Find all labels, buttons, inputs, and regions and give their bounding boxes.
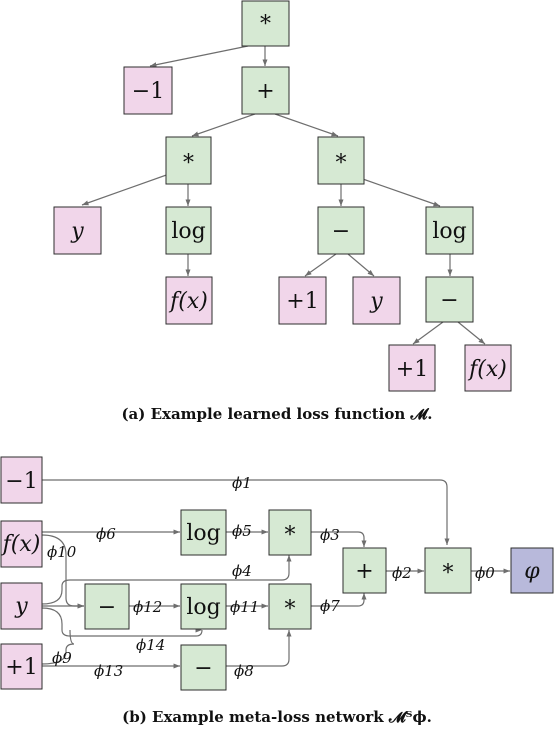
svg-text:f(x): f(x)	[467, 357, 507, 382]
svg-text:−1: −1	[132, 79, 164, 104]
edge-plus-mul-right	[274, 113, 339, 137]
edge-mul-right-log	[359, 177, 441, 207]
node-minus-mid: −	[317, 206, 365, 255]
node-mul-left: *	[165, 136, 212, 185]
net-node-minus-b: −	[180, 644, 227, 691]
node-fx-right: f(x)	[464, 344, 512, 392]
svg-text:f(x): f(x)	[1, 532, 41, 557]
svg-text:*: *	[336, 151, 347, 176]
edge-plus-mul-left	[191, 113, 256, 137]
edge-minus-low-plus-one	[412, 321, 444, 345]
svg-text:+1: +1	[5, 655, 37, 680]
network-b-edge-labels: ϕ1 ϕ6 ϕ5 ϕ3 ϕ10 ϕ4 ϕ2 ϕ0 ϕ12 ϕ11 ϕ7 ϕ14 …	[47, 474, 495, 680]
net-node-log-a: log	[180, 509, 227, 556]
edge-minus-low-fx	[457, 321, 486, 345]
node-mul-right: *	[317, 136, 365, 185]
svg-text:y: y	[14, 594, 28, 619]
edge-phi14	[41, 607, 205, 637]
svg-text:−: −	[332, 219, 350, 244]
node-mul-root: *	[241, 0, 290, 47]
net-node-minus-a: −	[84, 583, 130, 630]
svg-text:y: y	[70, 219, 84, 244]
svg-text:+: +	[355, 559, 373, 584]
edge-mul-left-y	[81, 172, 173, 206]
net-node-fx: f(x)	[0, 520, 43, 568]
net-node-output: φ	[510, 547, 554, 594]
node-log-left: log	[165, 206, 212, 255]
edge-minus-plus-one	[304, 253, 337, 277]
caption-b: (b) Example meta-loss network 𝓜ᵀϕ.	[122, 708, 432, 726]
net-node-plus-one: +1	[0, 643, 43, 690]
tree-a: * −1 + * * y log −	[53, 0, 512, 423]
node-neg-one: −1	[123, 66, 173, 115]
net-node-mul-b: *	[268, 583, 312, 630]
edge-phi3	[311, 531, 367, 547]
node-log-right: log	[425, 206, 474, 255]
label-phi6: ϕ6	[96, 525, 116, 543]
label-phi7: ϕ7	[320, 597, 340, 615]
svg-text:−1: −1	[5, 469, 37, 494]
node-minus-low: −	[425, 276, 474, 323]
svg-text:−: −	[98, 595, 116, 620]
node-plus: +	[241, 66, 290, 115]
svg-text:*: *	[443, 561, 454, 586]
svg-text:+: +	[256, 79, 274, 104]
edge-minus-y	[347, 253, 375, 277]
edge-phi1	[42, 479, 450, 545]
edge-phi8	[226, 630, 292, 667]
svg-text:*: *	[285, 523, 296, 548]
edge-phi4	[41, 555, 292, 605]
label-phi5: ϕ5	[232, 522, 252, 540]
svg-text:f(x): f(x)	[168, 289, 208, 314]
net-node-plus: +	[342, 547, 387, 594]
net-node-neg-one: −1	[0, 456, 43, 504]
edge-phi9	[41, 629, 75, 665]
node-fx-left: f(x)	[165, 276, 213, 325]
node-plus-one-a: +1	[278, 276, 327, 325]
label-phi10: ϕ10	[47, 543, 77, 561]
edge-root-neg-one	[149, 45, 249, 68]
network-b-edges	[41, 479, 510, 669]
svg-text:*: *	[285, 597, 296, 622]
svg-text:log: log	[186, 521, 220, 546]
edge-phi7	[311, 593, 367, 607]
label-phi4: ϕ4	[232, 562, 252, 580]
svg-text:log: log	[171, 219, 205, 244]
net-node-mul-a: *	[268, 509, 312, 556]
tree-a-edges	[81, 45, 486, 345]
node-plus-one-b: +1	[388, 344, 436, 392]
label-phi0: ϕ0	[475, 564, 495, 582]
net-node-y: y	[0, 582, 43, 630]
network-b: −1 f(x) y +1 − log log −	[0, 456, 554, 726]
svg-text:−: −	[194, 656, 212, 681]
svg-text:φ: φ	[524, 559, 540, 584]
svg-text:*: *	[260, 12, 271, 37]
node-y-left: y	[53, 206, 102, 255]
svg-text:−: −	[440, 288, 458, 313]
label-phi14: ϕ14	[136, 636, 165, 654]
label-phi8: ϕ8	[234, 662, 254, 680]
net-node-mul-out: *	[424, 547, 472, 594]
label-phi13: ϕ13	[94, 662, 123, 680]
label-phi1: ϕ1	[232, 474, 252, 492]
net-node-log-b: log	[180, 583, 227, 630]
svg-text:+1: +1	[286, 289, 318, 314]
label-phi11: ϕ11	[230, 598, 259, 616]
label-phi12: ϕ12	[133, 598, 162, 616]
node-y-right: y	[352, 276, 401, 325]
label-phi2: ϕ2	[392, 564, 412, 582]
svg-text:log: log	[432, 219, 466, 244]
label-phi9: ϕ9	[52, 649, 72, 667]
svg-text:+1: +1	[396, 357, 428, 382]
label-phi3: ϕ3	[320, 526, 340, 544]
svg-text:log: log	[186, 595, 220, 620]
svg-text:y: y	[369, 289, 383, 314]
svg-text:*: *	[183, 151, 194, 176]
caption-a: (a) Example learned loss function 𝓜.	[121, 405, 432, 423]
